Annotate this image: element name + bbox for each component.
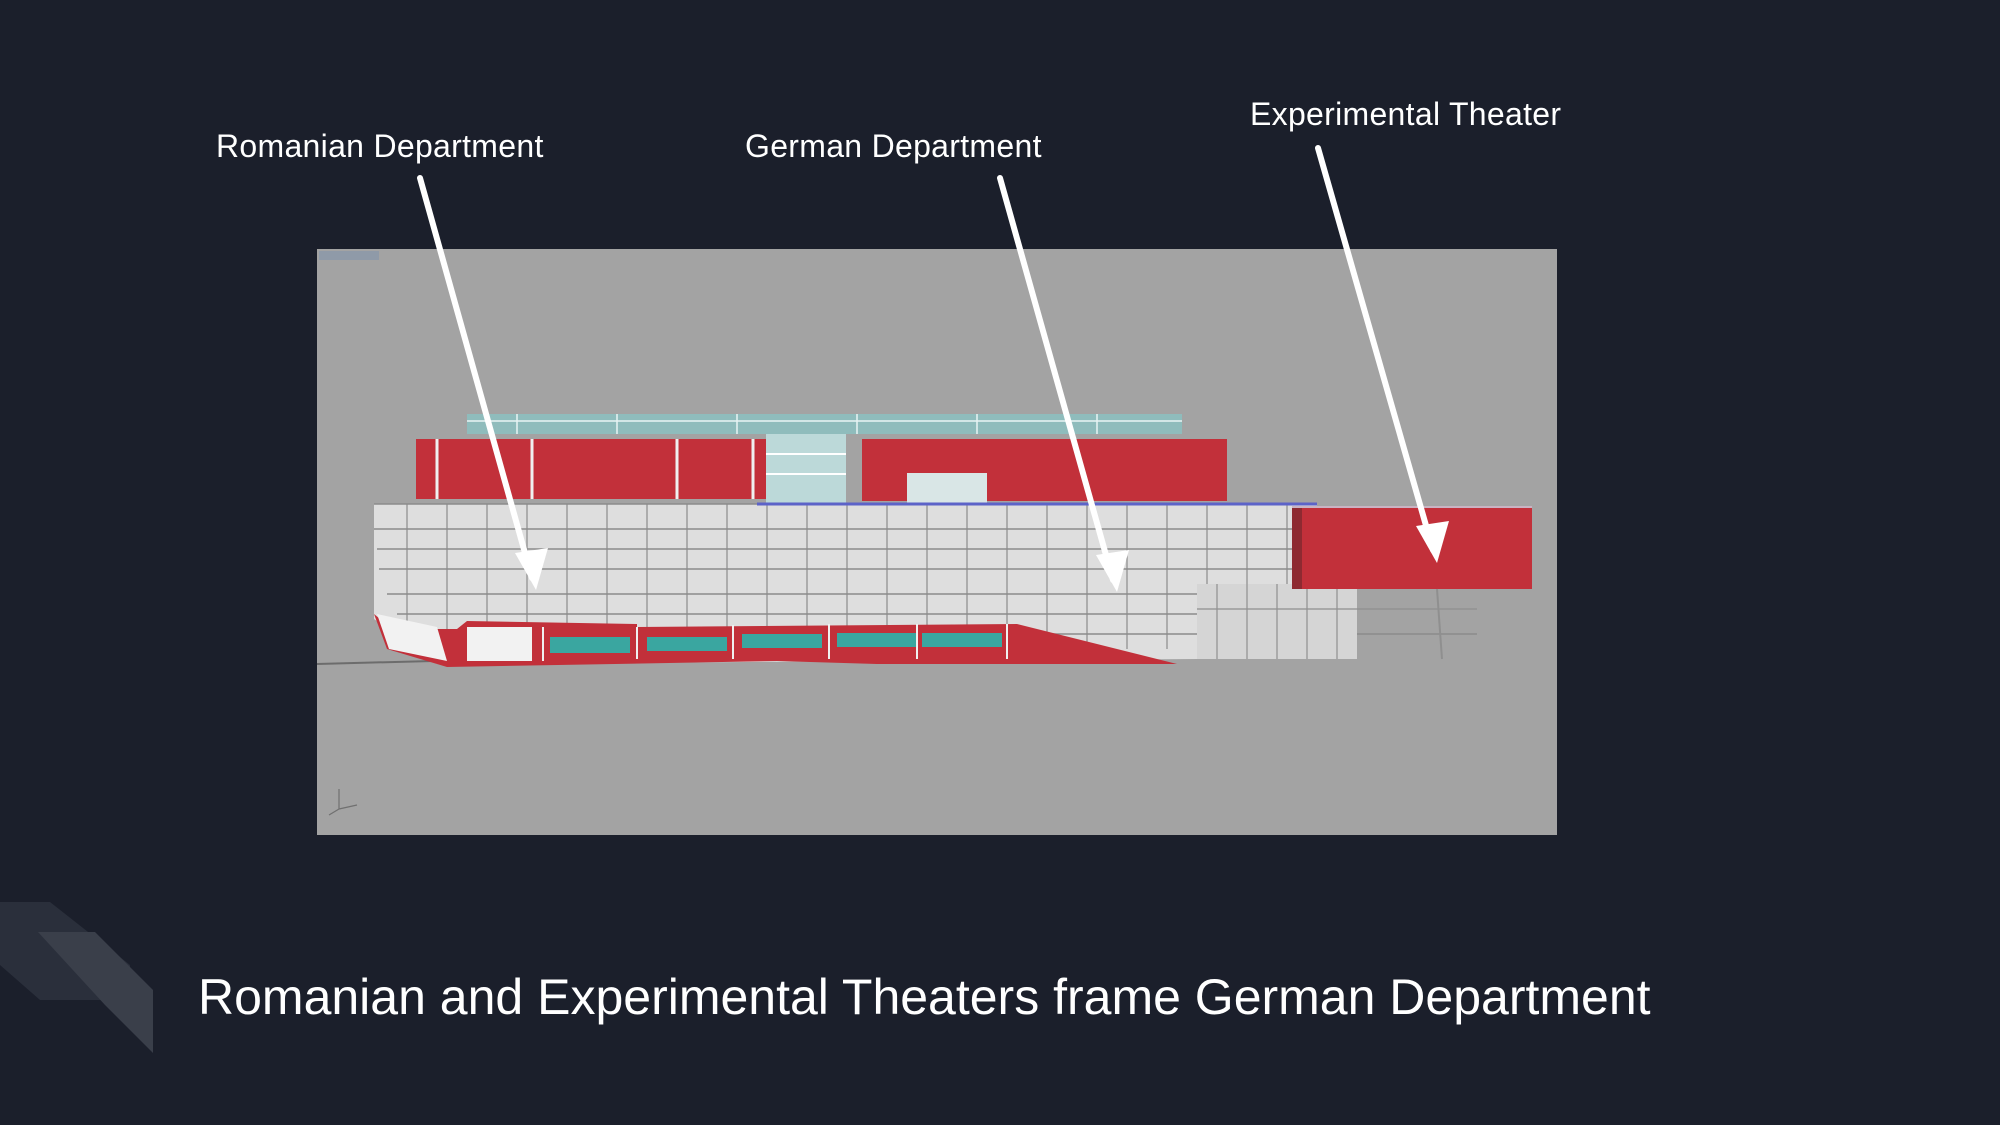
experimental-theater-label: Experimental Theater [1250,96,1562,132]
slide-caption: Romanian and Experimental Theaters frame… [198,969,1651,1025]
german-department-label: German Department [745,128,1042,164]
romanian-department-label: Romanian Department [216,128,544,164]
corner-decoration [0,902,153,1053]
